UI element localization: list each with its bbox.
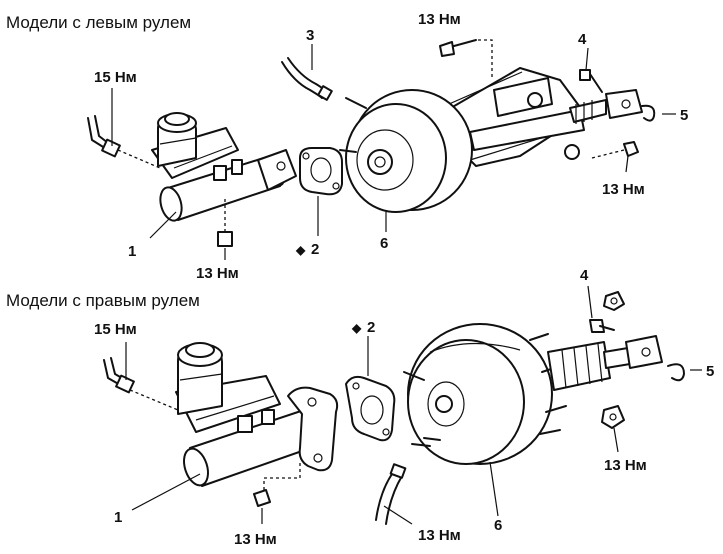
bottom-leader-13nm-right xyxy=(613,427,619,453)
bottom-leader-reservoir xyxy=(129,389,179,411)
bottom-label-13nm-bottom-mid: 13 Нм xyxy=(418,527,461,544)
top-label-part-6: 6 xyxy=(380,235,388,252)
bottom-clip xyxy=(667,363,685,382)
top-vacuum-hose xyxy=(281,57,333,101)
top-booster-bolt-top xyxy=(439,39,493,80)
top-leader-13nm-right xyxy=(625,155,629,173)
bottom-leader-6 xyxy=(489,461,499,517)
top-label-13nm-top: 13 Нм xyxy=(418,11,461,28)
top-brake-booster xyxy=(339,67,643,213)
top-label-13nm-right: 13 Нм xyxy=(602,181,645,198)
bottom-label-part-4: 4 xyxy=(580,267,589,284)
bottom-cylinder-nut xyxy=(253,462,301,507)
top-label-13nm-bottom: 13 Нм xyxy=(196,265,239,282)
bottom-gasket-marker: ◆ xyxy=(351,321,362,335)
top-label-15nm: 15 Нм xyxy=(94,69,137,86)
bottom-booster-nut-right xyxy=(601,405,625,429)
bottom-brake-pipe xyxy=(103,357,135,394)
bottom-label-part-6: 6 xyxy=(494,517,502,534)
top-master-cylinder xyxy=(151,112,297,222)
top-clevis-pin xyxy=(579,69,603,93)
top-label-part-4: 4 xyxy=(578,31,587,48)
bottom-vacuum-hose xyxy=(375,463,407,525)
bottom-label-13nm-right: 13 Нм xyxy=(604,457,647,474)
top-booster-nut-right xyxy=(591,141,639,159)
top-leader-1 xyxy=(149,211,177,239)
top-brake-pipe xyxy=(87,115,121,158)
bottom-clevis-pin xyxy=(589,291,625,333)
top-label-part-3: 3 xyxy=(306,27,314,44)
rhd-header: Модели с правым рулем xyxy=(6,291,200,310)
top-clip xyxy=(641,104,656,122)
top-label-part-5: 5 xyxy=(680,107,688,124)
top-leader-reservoir xyxy=(117,149,161,169)
top-gasket-marker: ◆ xyxy=(295,243,306,257)
lhd-header: Модели с левым рулем xyxy=(6,13,191,32)
bottom-label-13nm-bottom-left: 13 Нм xyxy=(234,531,277,548)
top-label-part-1: 1 xyxy=(128,243,136,260)
bottom-master-cylinder xyxy=(175,342,339,487)
bottom-leader-13nm-bottom-mid xyxy=(383,505,413,525)
bottom-label-15nm: 15 Нм xyxy=(94,321,137,338)
bottom-gasket xyxy=(345,375,396,442)
bottom-leader-1 xyxy=(131,473,201,511)
top-gasket xyxy=(299,147,343,196)
top-assembly: 15 Нм 13 Нм 13 Нм 13 Нм 1 ◆ 2 3 4 5 6 xyxy=(87,11,688,282)
bottom-leader-4 xyxy=(587,285,593,319)
bottom-label-part-2: 2 xyxy=(367,319,375,336)
bottom-brake-booster xyxy=(403,323,663,465)
top-label-part-2: 2 xyxy=(311,241,319,258)
top-cylinder-nut xyxy=(217,196,233,247)
bottom-label-part-5: 5 xyxy=(706,363,714,380)
bottom-assembly: 15 Нм 13 Нм 13 Нм 13 Нм 1 ◆ 2 4 5 6 xyxy=(94,267,714,548)
bottom-label-part-1: 1 xyxy=(114,509,122,526)
top-leader-4 xyxy=(585,47,589,71)
